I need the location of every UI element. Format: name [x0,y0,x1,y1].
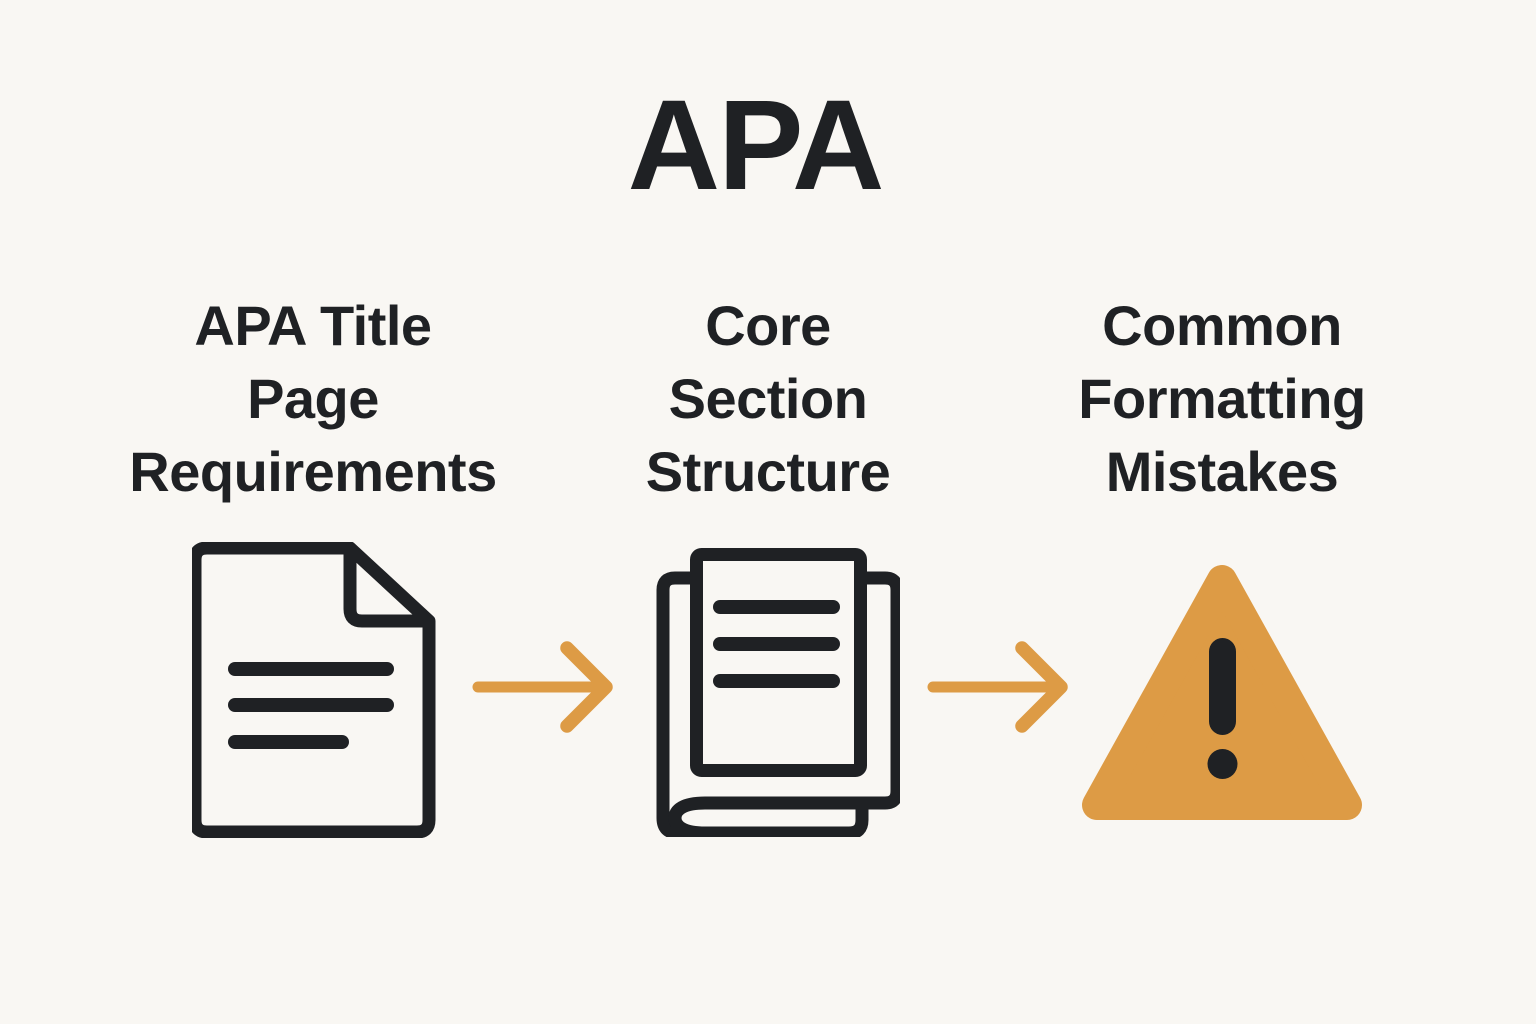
step-heading-core-structure: Core Section Structure [645,294,891,503]
stacked-pages-icon [656,548,900,837]
warning-triangle-icon [1082,565,1362,820]
arrow-right-icon [927,641,1068,733]
arrow-right-icon [472,641,613,733]
exclamation-dot [1207,749,1238,779]
step-heading-formatting-mistakes: Common Formatting Mistakes [1078,294,1366,503]
page-title: APA [627,74,885,217]
step-heading-title-page: APA Title Page Requirements [129,294,497,503]
exclamation-bar [1209,638,1236,735]
document-icon [192,542,436,838]
